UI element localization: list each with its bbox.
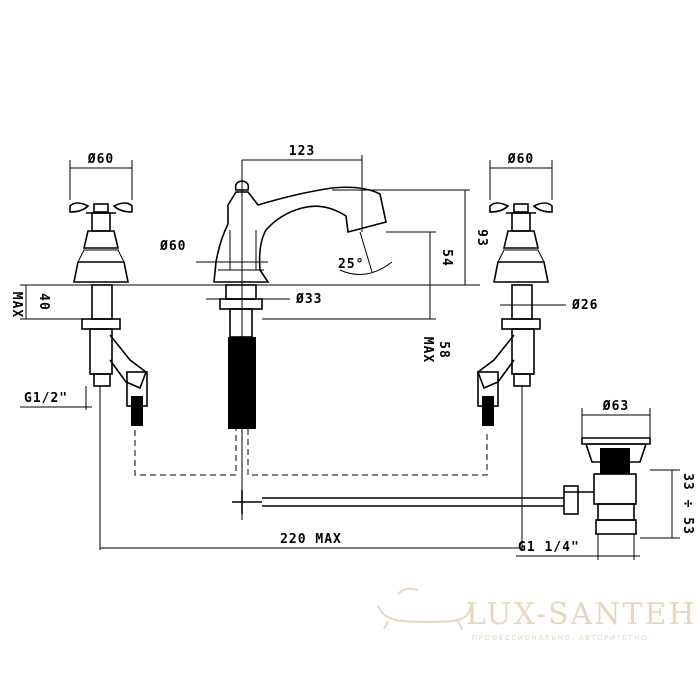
right-valve <box>477 202 553 550</box>
left-valve <box>69 202 148 550</box>
drain-thread <box>600 448 630 474</box>
watermark: LUX-SANTEH ПРОФЕССИОНАЛЬНО. АВТОРИТЕТНО. <box>377 587 697 642</box>
spout <box>213 160 387 520</box>
left-handle-dia-label: Ø60 <box>87 152 114 167</box>
left-max-label: MAX <box>9 292 24 318</box>
overall-width-label: 220 MAX <box>280 532 342 547</box>
spout-width-label: 123 <box>289 144 315 159</box>
spout-angle-label: 25° <box>338 257 364 272</box>
spout-height-label: 93 <box>474 229 489 247</box>
watermark-brand: LUX-SANTEH <box>466 597 697 632</box>
drain-lever-nut <box>563 485 579 515</box>
pop-up-drain <box>232 437 651 535</box>
right-flex-hose <box>482 396 494 426</box>
spout-body <box>213 186 387 283</box>
left-elbow <box>109 334 147 390</box>
deck-max-value: 58 <box>436 341 451 359</box>
right-valve-base <box>493 261 549 283</box>
left-max-value: 40 <box>36 293 51 311</box>
center-rod-dia-label: Ø33 <box>295 292 322 307</box>
spout-outlet-height-label: 54 <box>439 249 454 267</box>
left-valve-base <box>73 261 129 283</box>
right-body-dia-label: Ø26 <box>571 298 598 313</box>
left-handle-arm-r <box>112 202 133 213</box>
drain-dia-label: Ø63 <box>602 399 629 414</box>
left-connection-dash <box>134 429 237 476</box>
right-connection-dash <box>247 429 488 476</box>
spout-base-dia-label: Ø60 <box>159 239 186 254</box>
right-elbow <box>477 334 515 390</box>
watermark-tagline: ПРОФЕССИОНАЛЬНО. АВТОРИТЕТНО. <box>472 634 652 642</box>
left-handle-arm-l <box>69 202 90 213</box>
drain-height-label: 33 ÷ 53 <box>680 473 695 535</box>
bathtub-icon <box>377 587 471 630</box>
left-flex-hose <box>131 396 143 426</box>
inlet-thread-label: G1/2" <box>24 391 68 406</box>
left-handle-cap <box>93 203 109 213</box>
drain-thread-label: G1 1/4" <box>518 540 580 555</box>
deck-max-label: MAX <box>420 337 435 363</box>
right-handle-dia-label: Ø60 <box>507 152 534 167</box>
